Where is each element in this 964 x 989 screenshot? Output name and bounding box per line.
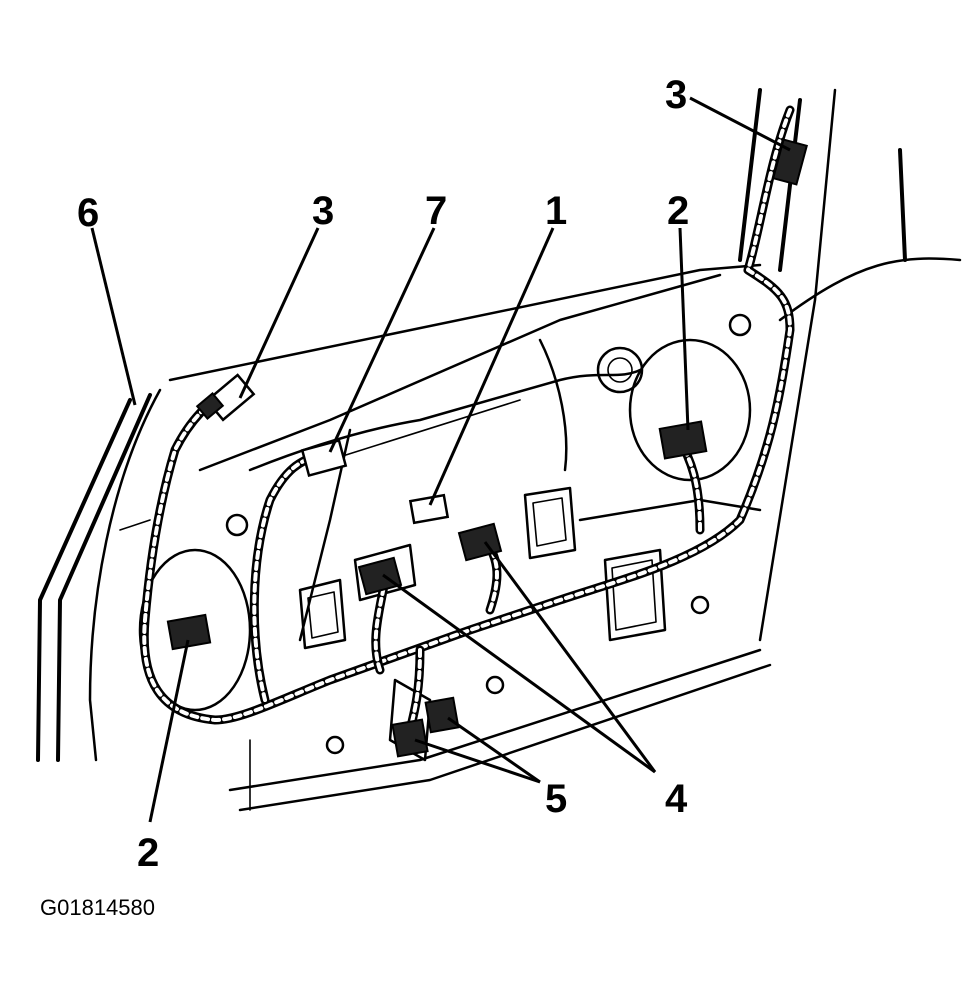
leader-4b (483, 541, 657, 773)
leader-4a (382, 573, 656, 774)
leader-lines (90, 96, 791, 823)
callout-5: 5 (545, 777, 567, 821)
leader-7 (328, 227, 436, 453)
leader-6 (90, 227, 137, 406)
callout-2-right: 2 (667, 189, 689, 233)
callout-labels: 6 3 7 1 2 3 2 4 5 (77, 73, 689, 875)
leader-2-right (678, 227, 690, 431)
connectors (166, 138, 808, 758)
door-body (36, 88, 962, 812)
callout-2-left: 2 (137, 831, 159, 875)
callout-7: 7 (425, 189, 447, 233)
leader-3-left (238, 227, 320, 399)
speaker-openings (138, 313, 752, 755)
callout-3-right: 3 (665, 73, 687, 117)
callout-6: 6 (77, 191, 99, 235)
leader-5a (414, 738, 541, 784)
leader-5b (447, 716, 541, 784)
leader-3-right (689, 96, 791, 152)
callout-4: 4 (665, 777, 688, 821)
callout-3-left: 3 (312, 189, 334, 233)
callout-1: 1 (545, 189, 567, 233)
figure-id: G01814580 (40, 895, 155, 920)
leader-2-left (148, 639, 190, 823)
leader-1 (428, 227, 555, 506)
